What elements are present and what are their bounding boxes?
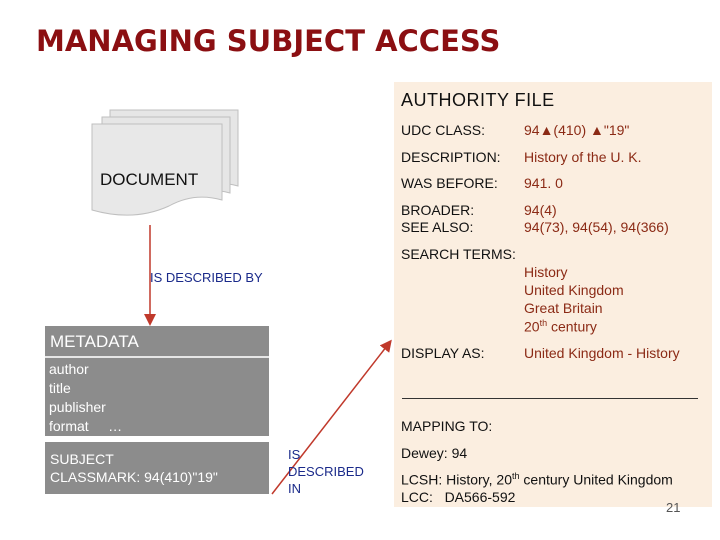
search-term-century: 20th century: [524, 318, 597, 335]
description-value: History of the U. K.: [524, 149, 642, 165]
description-label: DESCRIPTION:: [401, 149, 501, 165]
subject-classmark-box: SUBJECT CLASSMARK: 94(410)"19": [45, 442, 269, 494]
authority-file-panel: AUTHORITY FILE UDC CLASS: 94▲(410) ▲"19"…: [394, 82, 712, 507]
described-in-label: IS DESCRIBED IN: [288, 447, 364, 496]
broader-value: 94(4): [524, 202, 557, 218]
metadata-header: METADATA: [45, 326, 269, 358]
search-terms-label: SEARCH TERMS:: [401, 246, 516, 262]
document-pages-icon: [91, 109, 239, 216]
lcc-mapping: LCC: DA566-592: [401, 489, 516, 505]
metadata-heading: METADATA: [50, 332, 139, 351]
metadata-line: title: [49, 380, 71, 396]
classmark-label: CLASSMARK: 94(410)"19": [50, 469, 218, 485]
described-in-arrow: [271, 339, 392, 495]
divider: [402, 398, 698, 399]
display-as-value: United Kingdom - History: [524, 345, 680, 361]
metadata-line: publisher: [49, 399, 106, 415]
metadata-box: METADATA author title publisher format …: [45, 326, 269, 436]
udc-class-value: 94▲(410) ▲"19": [524, 122, 630, 138]
see-also-value: 94(73), 94(54), 94(366): [524, 219, 669, 235]
authority-file-title: AUTHORITY FILE: [401, 90, 555, 110]
metadata-line: format …: [49, 418, 123, 434]
subject-label: SUBJECT: [50, 451, 114, 467]
was-before-label: WAS BEFORE:: [401, 175, 498, 191]
search-term: United Kingdom: [524, 282, 624, 298]
page-title: MANAGING SUBJECT ACCESS: [36, 24, 501, 58]
search-term: History: [524, 264, 568, 280]
search-term: Great Britain: [524, 300, 603, 316]
document-label: DOCUMENT: [100, 170, 199, 189]
see-also-label: SEE ALSO:: [401, 219, 474, 235]
udc-class-label: UDC CLASS:: [401, 122, 486, 138]
display-as-label: DISPLAY AS:: [401, 345, 485, 361]
broader-label: BROADER:: [401, 202, 475, 218]
mapping-to-label: MAPPING TO:: [401, 418, 493, 434]
was-before-value: 941. 0: [524, 175, 563, 191]
dewey-mapping: Dewey: 94: [401, 445, 468, 461]
page-number: 21: [666, 500, 681, 515]
lcsh-mapping: LCSH: History, 20th century United Kingd…: [401, 471, 673, 488]
described-by-label: IS DESCRIBED BY: [150, 270, 263, 285]
metadata-fields: author title publisher format …: [49, 360, 122, 436]
metadata-line: author: [49, 361, 89, 377]
document-stack: DOCUMENT: [90, 108, 240, 228]
